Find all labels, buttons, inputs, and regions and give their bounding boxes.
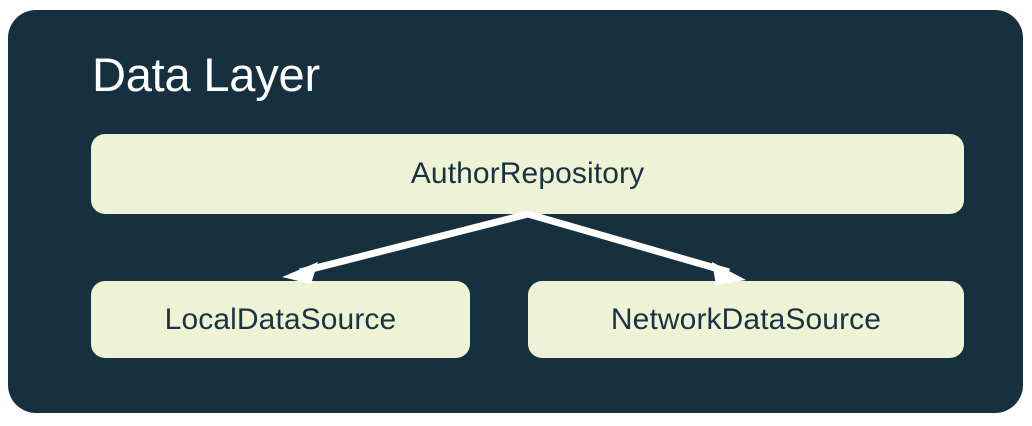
- node-local-data-source[interactable]: LocalDataSource: [91, 281, 470, 358]
- node-label: NetworkDataSource: [610, 302, 882, 336]
- node-label: LocalDataSource: [164, 302, 397, 336]
- node-author-repository[interactable]: AuthorRepository: [91, 134, 964, 214]
- node-label: AuthorRepository: [410, 157, 645, 190]
- page-title: Data Layer: [92, 48, 320, 101]
- node-network-data-source[interactable]: NetworkDataSource: [528, 281, 964, 358]
